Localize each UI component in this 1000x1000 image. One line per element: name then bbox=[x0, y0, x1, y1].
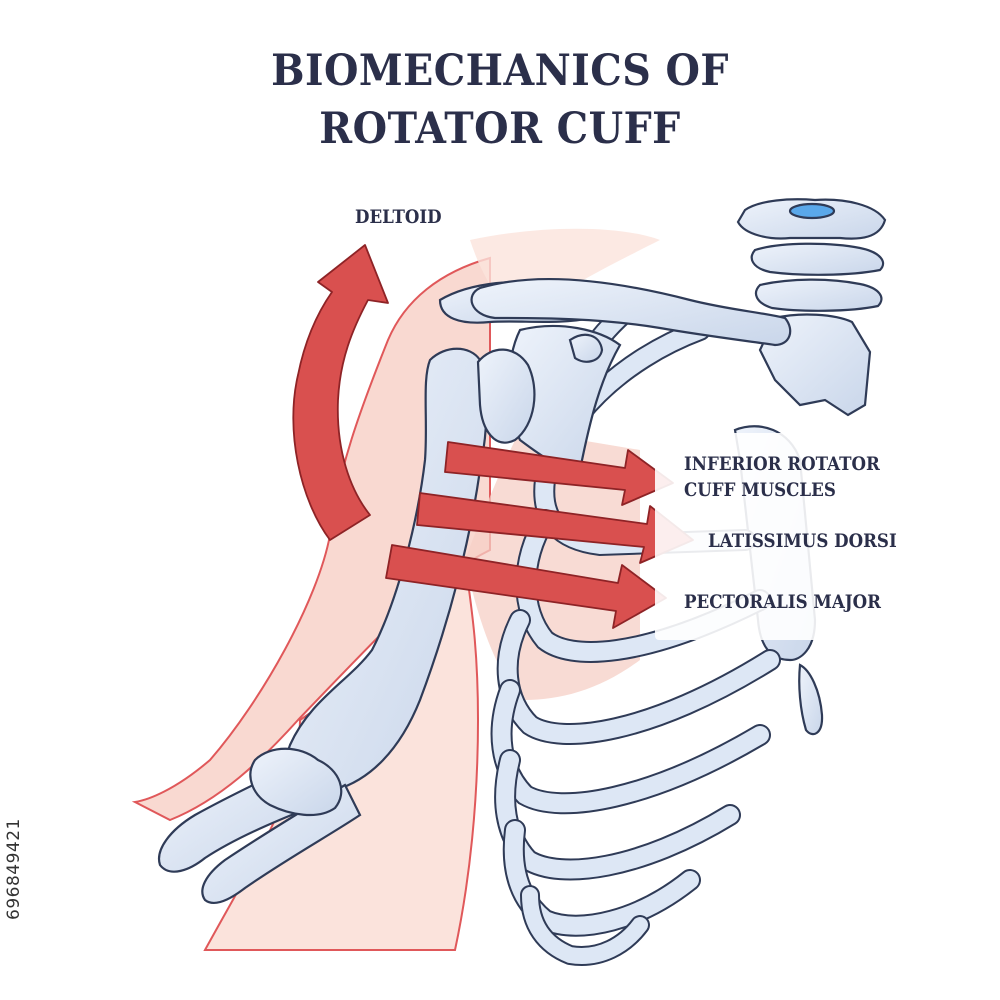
clavicle bbox=[470, 278, 792, 347]
xiphoid bbox=[798, 663, 824, 736]
label-pectoralis-major: PECTORALIS MAJOR bbox=[684, 592, 882, 613]
rib-6-inner bbox=[496, 751, 739, 879]
deltoid-arrow bbox=[292, 244, 389, 541]
label-inferior-line-2: CUFF MUSCLES bbox=[684, 480, 836, 501]
label-inferior-rotator-cuff: INFERIOR ROTATOR CUFF MUSCLES bbox=[684, 452, 880, 504]
elbow-joint bbox=[249, 747, 343, 817]
pectoralis-major-arrow bbox=[385, 544, 667, 629]
label-backdrop bbox=[655, 433, 1000, 640]
vertebra-2 bbox=[750, 242, 885, 276]
stock-id-text: 696849421 bbox=[4, 818, 24, 920]
title-line-1: BIOMECHANICS OF bbox=[271, 46, 729, 96]
rib-5-inner bbox=[492, 681, 769, 813]
humeral-head bbox=[476, 348, 536, 444]
inferior-rotator-cuff-arrow bbox=[444, 441, 674, 506]
page-title: BIOMECHANICS OF ROTATOR CUFF bbox=[40, 42, 960, 158]
shoulder-girdle bbox=[438, 278, 792, 472]
rib-7-inner bbox=[504, 821, 699, 935]
label-latissimus-dorsi: LATISSIMUS DORSI bbox=[708, 531, 897, 552]
title-line-2: ROTATOR CUFF bbox=[319, 104, 681, 154]
label-deltoid: DELTOID bbox=[355, 207, 442, 228]
disc-accent bbox=[788, 202, 836, 220]
vertebra-3 bbox=[754, 278, 883, 312]
arm-bones bbox=[157, 347, 536, 904]
cervical-spine bbox=[736, 198, 887, 417]
label-inferior-line-1: INFERIOR ROTATOR bbox=[684, 454, 880, 475]
coracoid bbox=[568, 333, 604, 363]
rib-4-inner bbox=[498, 611, 779, 743]
rib-8-inner bbox=[522, 887, 648, 964]
